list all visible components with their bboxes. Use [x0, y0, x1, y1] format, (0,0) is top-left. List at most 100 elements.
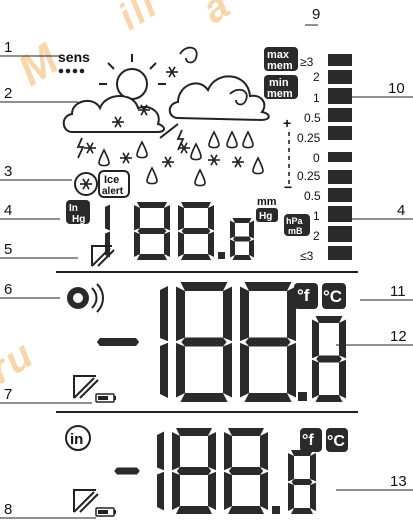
digit-segment — [310, 483, 316, 511]
lightning-icons — [78, 130, 183, 158]
svg-text:0: 0 — [313, 151, 320, 165]
digit-segment — [287, 343, 296, 398]
digit-segment — [176, 428, 212, 436]
outdoor-unit-c: °C — [322, 283, 346, 309]
digit-segment — [157, 432, 164, 471]
svg-text:mB: mB — [288, 226, 303, 236]
svg-text:0.25: 0.25 — [297, 169, 321, 183]
digit-segment — [157, 472, 164, 511]
digit-segment — [260, 432, 268, 470]
callout-8: 8 — [4, 501, 12, 518]
outdoor-unit-f: °f — [294, 283, 318, 309]
svg-text:alert: alert — [102, 186, 124, 197]
digit-segment — [182, 228, 211, 234]
digit-segment — [316, 356, 342, 363]
digit-segment — [181, 282, 228, 291]
callout-13: 13 — [390, 473, 407, 490]
callout-9: 9 — [312, 6, 320, 23]
digit-segment — [178, 205, 184, 230]
cloud-icon — [64, 96, 164, 132]
svg-text:1: 1 — [313, 209, 320, 223]
digit-segment — [312, 320, 319, 359]
outdoor-sensor-icon — [67, 284, 103, 312]
digit-segment — [181, 254, 211, 260]
digit-segment — [208, 472, 216, 510]
svg-text:°f: °f — [297, 286, 310, 305]
digit-segment — [249, 221, 254, 239]
digit-segment — [223, 343, 232, 398]
digit-segment — [160, 286, 168, 341]
digit-segment — [164, 205, 170, 230]
digit-segment — [181, 202, 211, 208]
digit-segment — [97, 338, 139, 346]
callout-12: 12 — [390, 328, 407, 345]
digit-segment — [137, 202, 167, 208]
indoor-indicator: in — [66, 426, 90, 450]
weather-forecast-icons — [64, 48, 269, 138]
digit-segment — [164, 232, 170, 257]
digit-segment — [134, 232, 140, 257]
digit-segment — [245, 282, 292, 291]
svg-text:°C: °C — [327, 433, 345, 450]
svg-text:in: in — [70, 431, 83, 448]
svg-text:≤3: ≤3 — [300, 249, 314, 263]
digit-segment — [178, 232, 184, 257]
pressure-unit-hpa: hPa mB — [284, 214, 310, 236]
digit-segment — [134, 205, 140, 230]
digit-segment — [160, 343, 168, 398]
indoor-unit-c: °C — [326, 428, 348, 452]
digit-segment — [228, 428, 264, 436]
indoor-signal-icon — [74, 490, 98, 512]
callout-7: 7 — [4, 386, 12, 403]
sun-icon — [99, 54, 166, 99]
digit-segment — [260, 472, 268, 510]
callout-5: 5 — [4, 241, 12, 258]
outdoor-signal-icon — [74, 376, 98, 398]
indoor-temperature-digits — [114, 428, 316, 514]
digit-segment — [176, 287, 185, 342]
max-mem-indicator: max mem — [264, 47, 298, 72]
svg-text:Hg: Hg — [259, 211, 272, 222]
svg-text:−: − — [284, 179, 292, 195]
digit-segment — [224, 472, 232, 510]
svg-text:sens: sens — [58, 49, 90, 65]
svg-text:°C: °C — [323, 287, 342, 306]
digit-segment — [316, 316, 343, 323]
decimal-point — [272, 506, 280, 514]
digit-segment — [288, 483, 294, 511]
digit-segment — [288, 453, 294, 481]
svg-text:2: 2 — [313, 229, 320, 243]
svg-text:mm: mm — [257, 196, 277, 208]
indoor-battery-icon — [96, 508, 116, 516]
callout-2: 2 — [4, 85, 12, 102]
digit-segment — [233, 237, 251, 242]
digit-segment — [339, 320, 346, 359]
svg-text:mem: mem — [267, 60, 293, 72]
decimal-point — [218, 252, 225, 259]
svg-text:In: In — [69, 203, 78, 214]
digit-segment — [114, 468, 140, 475]
digit-segment — [310, 453, 316, 481]
svg-text:0.5: 0.5 — [304, 189, 321, 203]
pressure-unit-inhg: In Hg — [66, 200, 90, 225]
svg-text:≥3: ≥3 — [300, 55, 314, 69]
digit-segment — [138, 228, 167, 234]
digit-segment — [339, 360, 346, 399]
outdoor-battery-icon — [96, 394, 116, 402]
digit-segment — [240, 343, 249, 398]
svg-text:0.25: 0.25 — [297, 131, 321, 145]
digit-segment — [208, 205, 214, 230]
digit-segment — [292, 479, 313, 485]
digit-segment — [249, 240, 254, 258]
digit-segment — [240, 287, 249, 342]
digit-segment — [230, 240, 235, 258]
pressure-signal-icon — [92, 246, 114, 266]
callout-11: 11 — [390, 283, 406, 300]
digit-segment — [172, 432, 180, 470]
callout-6: 6 — [4, 281, 12, 298]
callout-1: 1 — [4, 39, 12, 56]
digit-segment — [223, 287, 232, 342]
svg-text:Ice: Ice — [104, 174, 119, 186]
digit-segment — [229, 467, 263, 475]
